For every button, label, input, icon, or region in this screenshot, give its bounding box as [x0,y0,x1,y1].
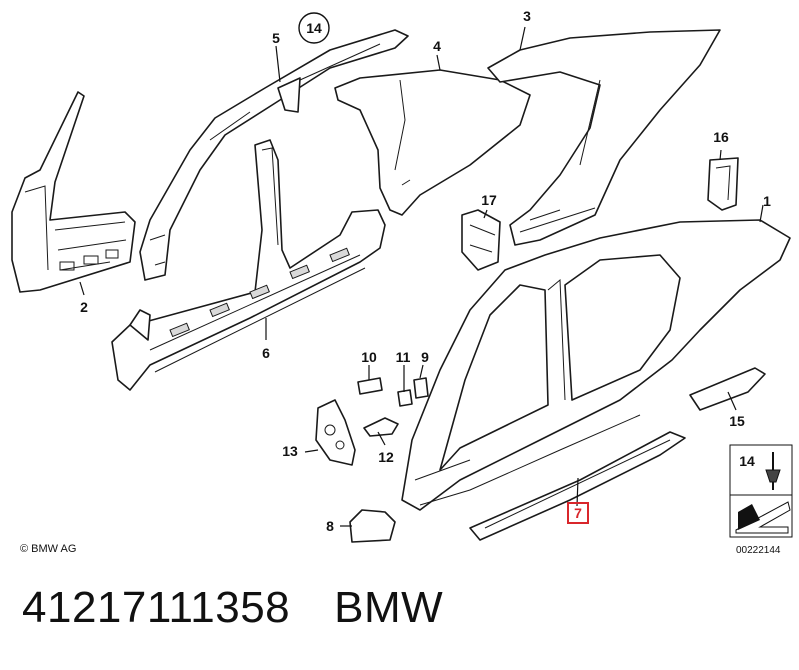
callout-17: 17 [481,192,497,208]
reference-number: 00222144 [736,545,781,556]
legend-box: 14 [729,444,793,538]
part-17-bracket [461,209,501,271]
copyright-notice: © BMW AG [20,543,76,555]
callout-14-circle [298,12,330,44]
part-8-bracket [349,509,396,543]
callout-7-highlight [567,502,589,524]
legend-item-number: 14 [739,453,755,469]
part-3-rear-quarter-outer [487,29,721,246]
callout-5: 5 [272,30,280,46]
callout-2: 2 [80,299,88,315]
part-5-side-frame-upper [139,29,409,281]
part-1-side-frame [401,219,791,511]
parts-diagram: 1 2 3 4 5 6 7 8 9 10 11 12 13 14 15 16 1… [11,8,793,556]
part-9-clip [413,377,429,399]
callout-14: 14 [306,20,322,36]
callout-13: 13 [282,443,298,459]
part-11-clip [397,389,413,407]
callout-16: 16 [713,129,729,145]
callout-4: 4 [433,38,441,54]
callout-12: 12 [378,449,394,465]
callout-7: 7 [574,505,582,521]
clip-icon [765,452,781,490]
part-6-b-pillar-rocker-inner [111,139,386,391]
part-4-rear-quarter-inner [334,69,531,216]
part-number: 41217111358 [22,583,291,632]
callout-10: 10 [361,349,377,365]
part-16-bracket [707,157,739,211]
callout-11: 11 [396,349,411,365]
callout-3: 3 [523,8,531,24]
callout-9: 9 [421,349,429,365]
arrow-icon [735,501,791,534]
part-2-a-pillar-inner [11,91,136,293]
leader-lines [79,26,764,527]
part-caption: 41217111358 BMW [22,583,487,633]
callout-6: 6 [262,345,270,361]
part-15-rear-trim [689,367,766,411]
part-13-bracket [315,399,356,466]
brand-name: BMW [334,583,444,632]
callout-1: 1 [763,193,771,209]
part-12-bracket [363,417,399,437]
part-10-clip [357,377,383,395]
callout-8: 8 [326,518,334,534]
callout-15: 15 [729,413,745,429]
